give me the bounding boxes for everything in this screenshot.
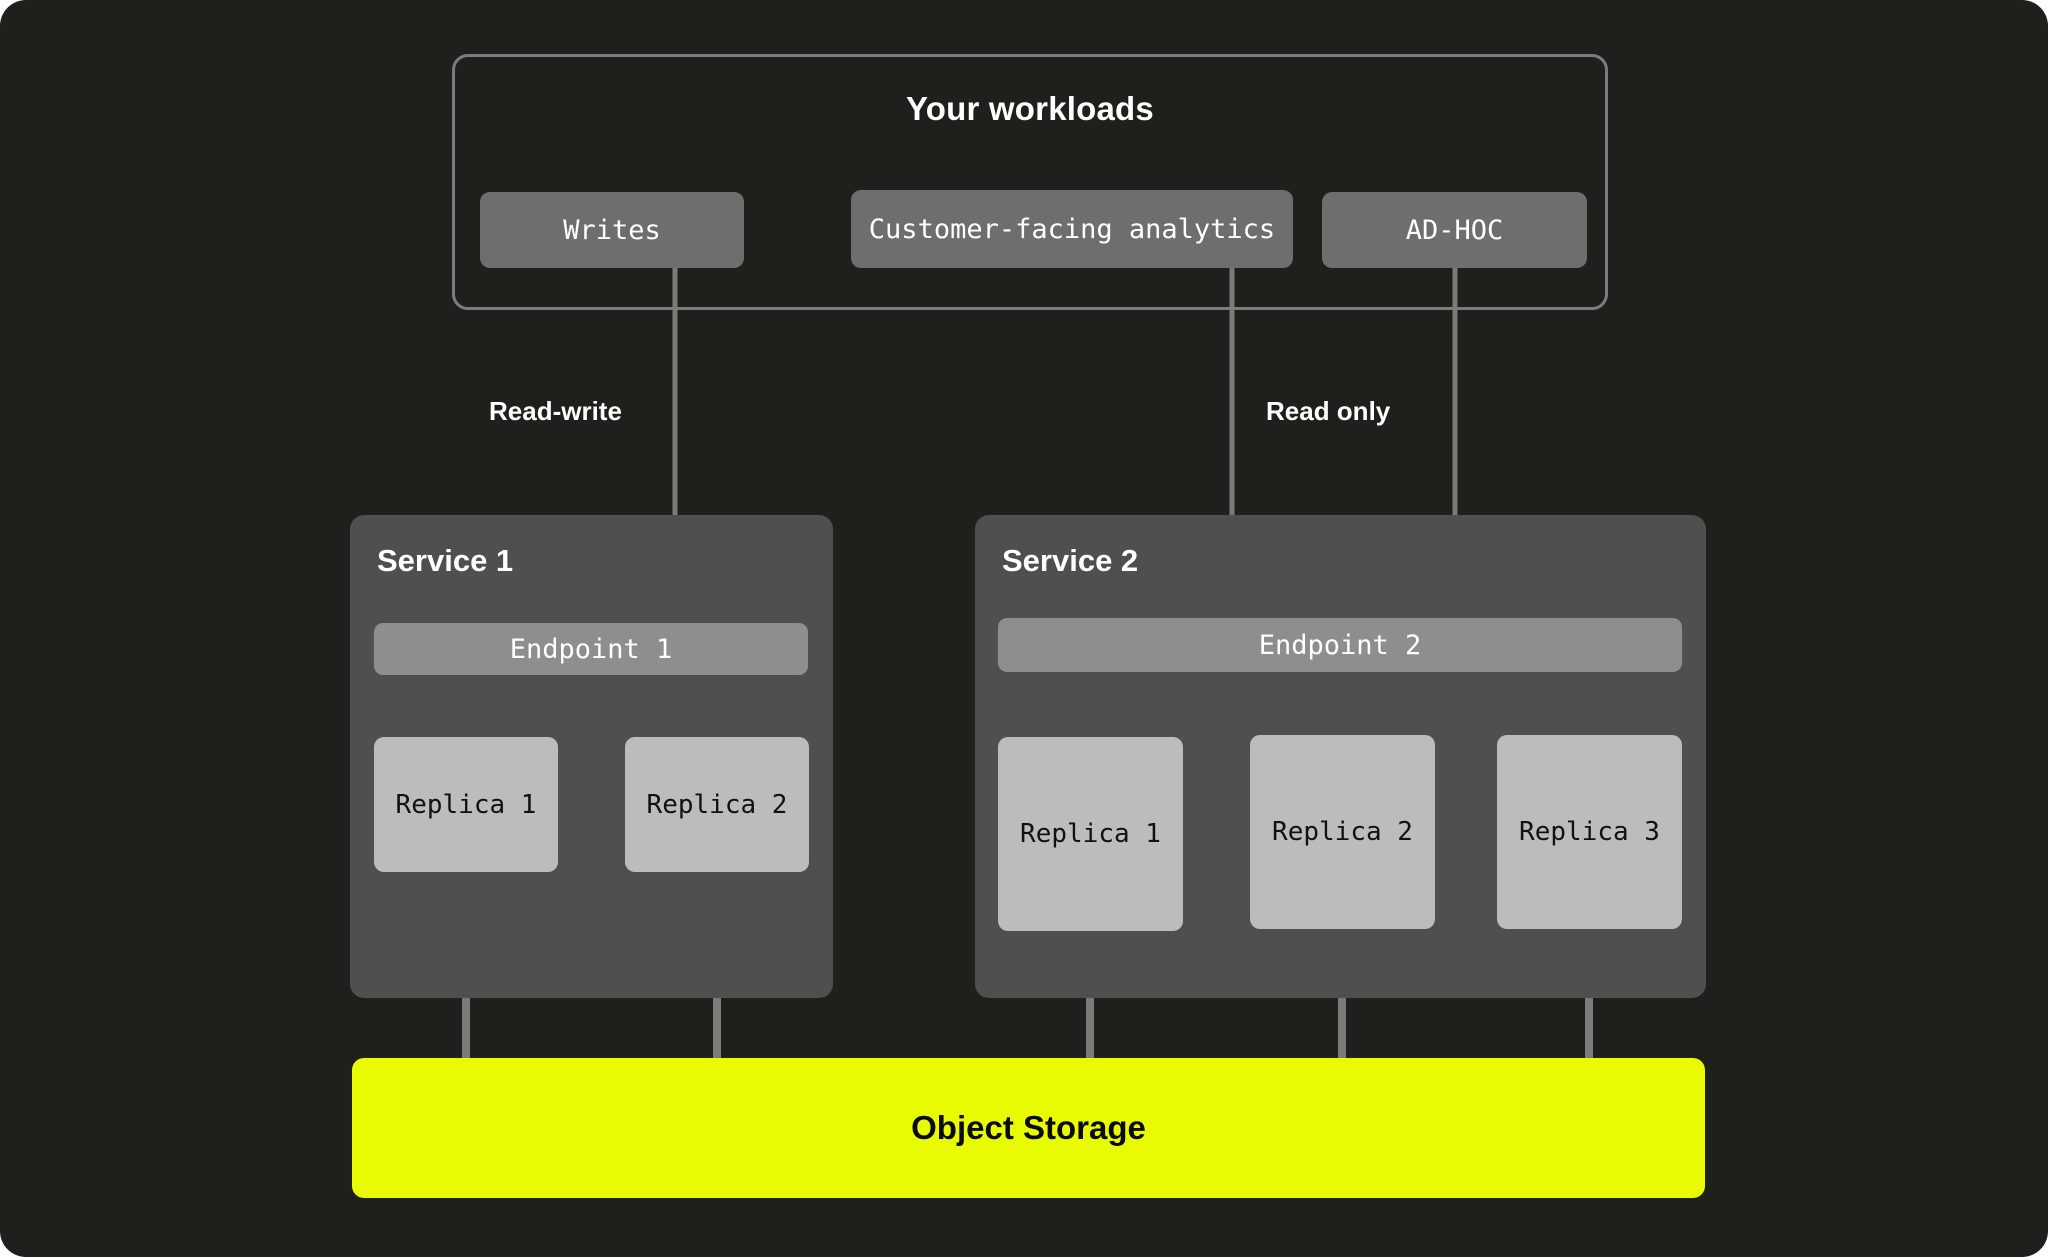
flow-label-read-only: Read only [1266, 396, 1391, 426]
service-1-endpoint-label: Endpoint 1 [509, 633, 673, 665]
your-workloads-title: Your workloads [906, 90, 1154, 127]
service-2-endpoint-label: Endpoint 2 [1258, 629, 1422, 661]
object-storage-label: Object Storage [911, 1109, 1146, 1146]
service-1-replica-1-label: Replica 1 [395, 789, 537, 820]
service-2-replica-3[interactable]: Replica 3 [1497, 735, 1682, 929]
object-storage-bar[interactable]: Object Storage [352, 1058, 1705, 1198]
workload-chip-ad-hoc[interactable]: AD-HOC [1322, 192, 1587, 268]
workload-chip-writes[interactable]: Writes [480, 192, 744, 268]
service-2-replica-1[interactable]: Replica 1 [998, 737, 1183, 931]
service-1-replica-1[interactable]: Replica 1 [374, 737, 558, 872]
service-1-replica-2-label: Replica 2 [646, 789, 788, 820]
flow-label-read-write: Read-write [489, 396, 622, 426]
service-1-title: Service 1 [377, 543, 514, 578]
service-2-replica-2-label: Replica 2 [1272, 817, 1413, 847]
service-2-replica-2[interactable]: Replica 2 [1250, 735, 1435, 929]
your-workloads-frame [452, 54, 1608, 310]
workload-chip-writes-label: Writes [563, 214, 661, 246]
workload-chip-customer-facing-analytics-label: Customer-facing analytics [868, 213, 1276, 245]
workload-chip-ad-hoc-label: AD-HOC [1405, 214, 1504, 246]
service-2-endpoint[interactable]: Endpoint 2 [998, 618, 1682, 672]
service-2-title: Service 2 [1002, 543, 1139, 578]
service-1-replica-2[interactable]: Replica 2 [625, 737, 809, 872]
workload-chip-customer-facing-analytics[interactable]: Customer-facing analytics [851, 190, 1293, 268]
service-1-endpoint[interactable]: Endpoint 1 [374, 623, 808, 675]
service-2-replica-3-label: Replica 3 [1519, 817, 1660, 847]
service-2-replica-1-label: Replica 1 [1020, 819, 1161, 849]
